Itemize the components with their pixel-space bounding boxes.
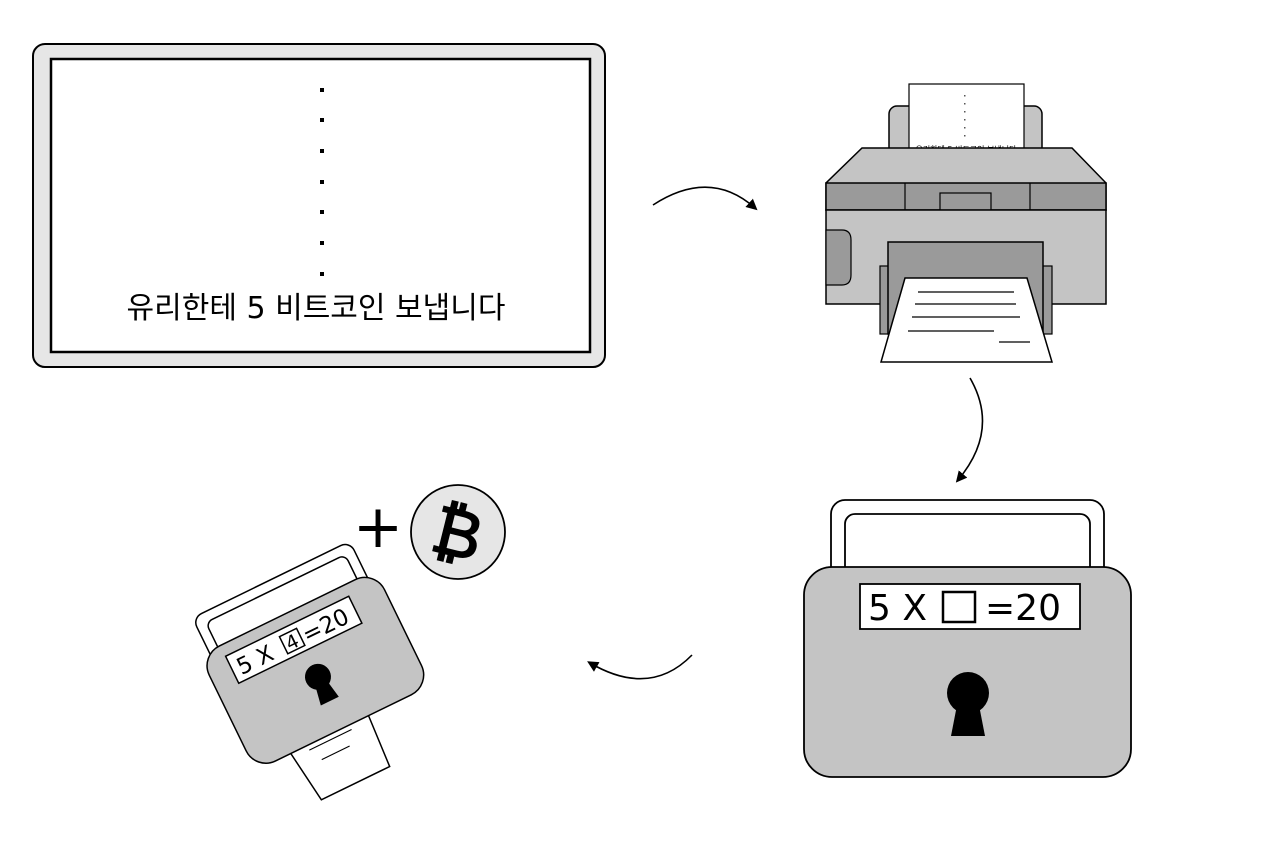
curved-arrow-icon: [652, 186, 758, 211]
curved-arrow-icon: [955, 377, 984, 483]
keyhole-icon: [947, 672, 989, 736]
puzzle-lhs: 5 X: [868, 588, 927, 629]
solved-puzzle-box: [278, 627, 306, 655]
puzzle-blank-box: [941, 590, 977, 624]
curved-arrow-icon: [587, 654, 693, 680]
printer-output-paper: [880, 277, 1054, 363]
padlock-icon: 5 X =20: [803, 499, 1132, 778]
bitcoin-coin-icon: ₿: [410, 484, 506, 580]
monitor-dot-column: [320, 88, 324, 276]
keyhole-icon: [304, 663, 339, 706]
monitor-icon: 유리한테 5 비트코인 보냅니다: [32, 43, 606, 368]
printer-icon: 유리한테 5 비트코인 보냅니다: [825, 83, 1107, 363]
monitor-message: 유리한테 5 비트코인 보냅니다: [127, 291, 506, 326]
solved-padlock-icon: 5 X 4 =20: [195, 543, 425, 801]
plus-sign: +: [353, 492, 403, 562]
printer-input-paper: 유리한테 5 비트코인 보냅니다: [908, 83, 1025, 159]
puzzle-rhs: =20: [985, 588, 1061, 629]
